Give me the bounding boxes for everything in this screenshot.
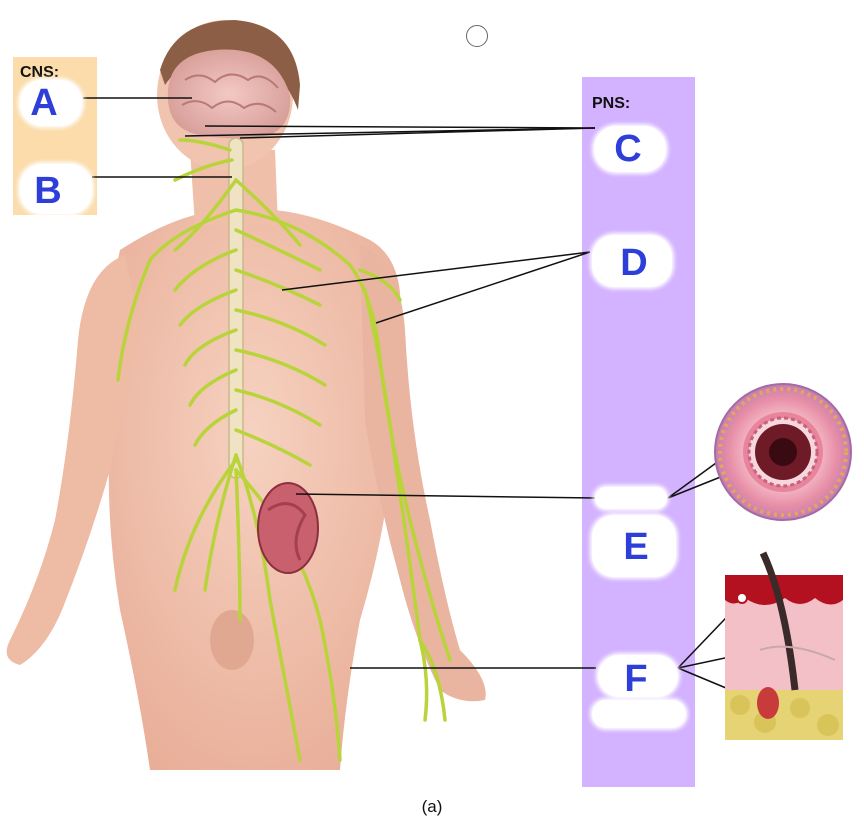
- label-b: B: [34, 170, 62, 212]
- brain: [167, 49, 291, 139]
- label-e: E: [623, 526, 649, 568]
- nerves: [116, 138, 452, 762]
- label-d-blank[interactable]: [592, 235, 672, 287]
- leader-lines: [83, 97, 773, 704]
- label-b-blank[interactable]: [20, 164, 92, 214]
- figure-caption: (a): [421, 797, 443, 816]
- label-c-blank[interactable]: [594, 126, 666, 172]
- label-f: F: [624, 658, 648, 700]
- label-e-blank[interactable]: [592, 515, 676, 577]
- label-a: A: [30, 82, 58, 124]
- vessel-cross-section: [714, 383, 852, 521]
- label-a-blank[interactable]: [20, 80, 82, 126]
- cns-header: CNS:: [20, 64, 60, 81]
- intestine: [257, 482, 319, 574]
- label-f-bottom-blank[interactable]: [592, 700, 686, 728]
- label-d: D: [620, 242, 648, 284]
- label-e-top-blank[interactable]: [595, 487, 667, 509]
- radio-button-icon[interactable]: [466, 25, 488, 47]
- skin-cross-section: [725, 551, 843, 740]
- label-f-blank[interactable]: [598, 655, 678, 697]
- label-c: C: [614, 128, 642, 170]
- pns-header: PNS:: [592, 95, 631, 112]
